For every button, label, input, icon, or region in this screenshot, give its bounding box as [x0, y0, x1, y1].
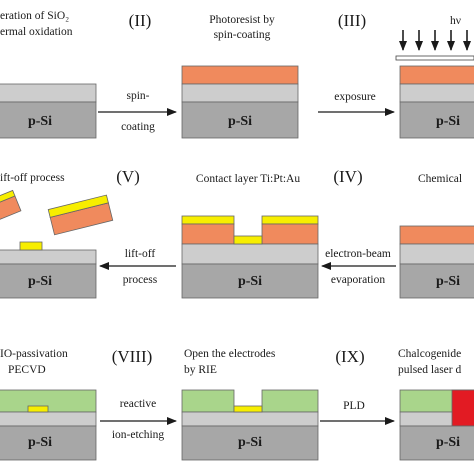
- uv-light-arrows: [399, 30, 471, 51]
- step-1-caption-line1: eration of SiO₂: [0, 10, 69, 22]
- substrate-label: p-Si: [238, 435, 262, 450]
- step-8-wafer: p-Si: [181, 389, 319, 461]
- oxide-layer: [399, 243, 474, 265]
- step-4-wafer: p-Si: [181, 215, 319, 299]
- step-3-wafer: p-Si: [399, 65, 474, 139]
- step-1-caption-line2: ermal oxidation: [0, 26, 73, 38]
- oxide-layer: [399, 83, 474, 103]
- step-7-caption-line1: IO-passivation: [0, 348, 68, 360]
- step-chemical-wafer: p-Si: [399, 225, 474, 299]
- step-2-numeral: (II): [129, 11, 152, 30]
- substrate-layer: [181, 425, 319, 461]
- oxide-layer: [0, 249, 97, 265]
- arrow-1-label-line2: coating: [121, 121, 155, 133]
- substrate-layer: [399, 263, 474, 299]
- substrate-layer: [181, 101, 299, 139]
- photoresist-layer: [399, 65, 474, 85]
- substrate-label: p-Si: [436, 114, 460, 129]
- substrate-label: p-Si: [436, 435, 460, 450]
- step-9-caption-line1: Chalcogenide: [398, 348, 461, 360]
- photoresist-layer: [181, 65, 299, 85]
- passivation-left: [181, 389, 235, 413]
- photomask: [395, 55, 474, 61]
- oxide-layer: [181, 411, 319, 427]
- oxide-layer: [0, 83, 97, 103]
- oxide-layer: [181, 243, 319, 265]
- exposed-electrode: [233, 405, 263, 413]
- lifted-fragment-left: [0, 189, 22, 227]
- contact-pad: [27, 405, 49, 413]
- arrow-4-label-line2: process: [123, 274, 158, 286]
- oxide-layer: [0, 411, 97, 427]
- step-chemical-caption: Chemical: [418, 173, 462, 185]
- contact-in-window: [233, 235, 263, 245]
- oxide-layer: [181, 83, 299, 103]
- step-4-numeral: (IV): [333, 167, 362, 186]
- step-5-wafer: p-Si: [0, 241, 97, 299]
- contact-layer-left: [181, 215, 235, 225]
- arrow-5-label-line2: ion-etching: [112, 429, 165, 441]
- step-4-caption: Contact layer Ti:Pt:Au: [196, 173, 300, 185]
- step-1-wafer: p-Si: [0, 83, 97, 139]
- oxide-layer: [399, 411, 453, 427]
- step-8-caption-line2: by RIE: [184, 364, 217, 376]
- uv-label: hν: [450, 15, 461, 27]
- substrate-label: p-Si: [28, 114, 52, 129]
- substrate-label: p-Si: [28, 435, 52, 450]
- arrow-5-label-line1: reactive: [120, 398, 156, 410]
- substrate-layer: [399, 425, 474, 461]
- substrate-label: p-Si: [228, 114, 252, 129]
- step-8-numeral: (VIII): [112, 347, 153, 366]
- step-3-numeral: (III): [338, 11, 366, 30]
- arrow-4-label-line1: lift-off: [125, 248, 156, 260]
- arrow-6-label: PLD: [343, 400, 365, 412]
- photoresist-left: [181, 223, 235, 245]
- step-9-numeral: (IX): [335, 347, 364, 366]
- arrow-3-label-line2: evaporation: [331, 274, 386, 286]
- substrate-label: p-Si: [238, 274, 262, 289]
- contact-pad: [19, 241, 43, 251]
- substrate-layer: [0, 101, 97, 139]
- step-2-caption-line2: spin-coating: [214, 29, 271, 41]
- chalcogenide-layer: [451, 389, 474, 427]
- step-2-wafer: p-Si: [181, 65, 299, 139]
- photoresist-right: [261, 223, 319, 245]
- step-7-caption-line2: PECVD: [8, 364, 46, 376]
- passivation-right: [261, 389, 319, 413]
- step-2-caption-line1: Photoresist by: [209, 14, 275, 26]
- step-7-wafer: p-Si: [0, 389, 97, 461]
- step-8-caption-line1: Open the electrodes: [184, 348, 276, 360]
- contact-layer-right: [261, 215, 319, 225]
- substrate-layer: [399, 101, 474, 139]
- substrate-label: p-Si: [436, 274, 460, 289]
- arrow-2-label: exposure: [334, 91, 376, 103]
- arrow-3-label-line1: electron-beam: [325, 248, 391, 260]
- photoresist-layer: [399, 225, 474, 245]
- step-9-caption-line2: pulsed laser d: [398, 364, 461, 376]
- substrate-layer: [0, 425, 97, 461]
- step-5-caption: ift-off process: [0, 172, 65, 184]
- step-5-numeral: (V): [116, 167, 140, 186]
- step-9-wafer: p-Si: [399, 389, 474, 461]
- lifted-fragment-right: [47, 194, 114, 236]
- substrate-layer: [0, 263, 97, 299]
- substrate-label: p-Si: [28, 274, 52, 289]
- arrow-1-label-line1: spin-: [127, 90, 150, 102]
- substrate-layer: [181, 263, 319, 299]
